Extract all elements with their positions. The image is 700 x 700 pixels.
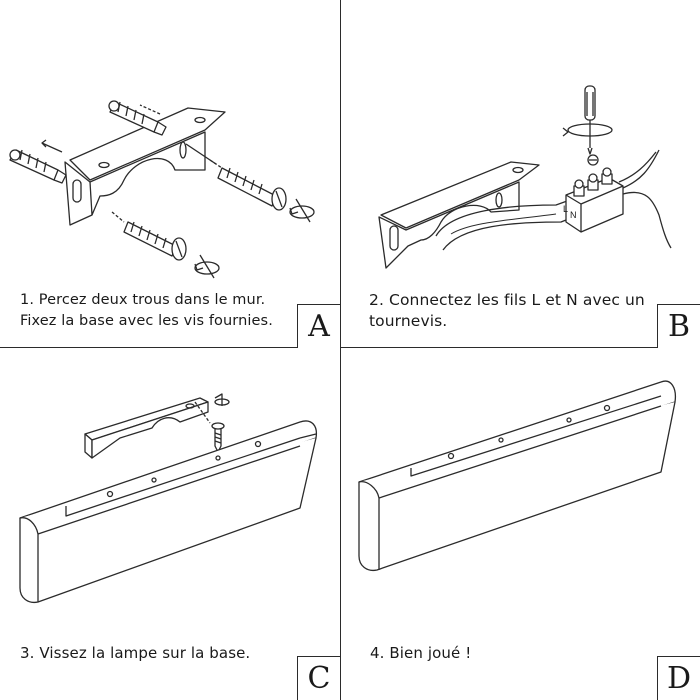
bracket-hole bbox=[99, 163, 109, 168]
terminal-label-n: N bbox=[570, 210, 577, 220]
wire-icon bbox=[623, 192, 671, 248]
wire-icon bbox=[623, 150, 659, 188]
panel-letter-d: D bbox=[657, 656, 700, 700]
rotation-arrow-icon bbox=[563, 124, 612, 136]
cable-icon bbox=[436, 196, 581, 236]
bracket-icon bbox=[85, 398, 208, 458]
panel-letter-c: C bbox=[297, 656, 340, 700]
rotation-arrow-icon bbox=[195, 255, 219, 278]
step-caption-b: 2. Connectez les fils L et N avec un tou… bbox=[369, 291, 645, 330]
terminal-block-icon bbox=[566, 155, 623, 232]
screw-icon bbox=[112, 212, 186, 260]
bracket-slot bbox=[73, 180, 81, 202]
wall-plug-icon bbox=[10, 150, 66, 183]
bracket-plate bbox=[65, 132, 205, 225]
bracket-hole bbox=[513, 168, 523, 173]
screw-icon bbox=[212, 423, 224, 460]
screw-icon bbox=[186, 144, 286, 210]
panel-letter-a: A bbox=[297, 304, 340, 348]
lamp-body-icon bbox=[20, 421, 316, 602]
horizontal-divider bbox=[0, 347, 700, 348]
installed-lamp-illustration bbox=[341, 348, 700, 638]
screwdriver-icon bbox=[585, 86, 595, 154]
step-caption-d: 4. Bien joué ! bbox=[370, 644, 472, 662]
bracket-slot bbox=[390, 226, 398, 250]
wall-plug-icon bbox=[109, 101, 166, 135]
wall-bracket-illustration bbox=[0, 0, 340, 290]
bracket-flange bbox=[381, 162, 539, 228]
vertical-divider bbox=[340, 0, 341, 700]
bracket-plate bbox=[379, 182, 519, 268]
rotation-arrow-icon bbox=[290, 199, 314, 222]
step-caption-c: 3. Vissez la lampe sur la base. bbox=[20, 644, 251, 662]
panel-letter-b: B bbox=[657, 304, 700, 348]
wiring-illustration: L N bbox=[341, 0, 700, 290]
bracket-flange bbox=[70, 108, 225, 180]
lamp-body-icon bbox=[359, 381, 675, 570]
rotation-arrow-icon bbox=[215, 394, 229, 406]
arrow-icon bbox=[42, 140, 62, 152]
lamp-mounting-illustration bbox=[0, 348, 340, 638]
terminal-label-l: L bbox=[563, 204, 568, 214]
step-caption-a: 1. Percez deux trous dans le mur. Fixez … bbox=[20, 292, 273, 329]
bracket-slot bbox=[180, 142, 186, 158]
bracket-hole bbox=[195, 118, 205, 123]
